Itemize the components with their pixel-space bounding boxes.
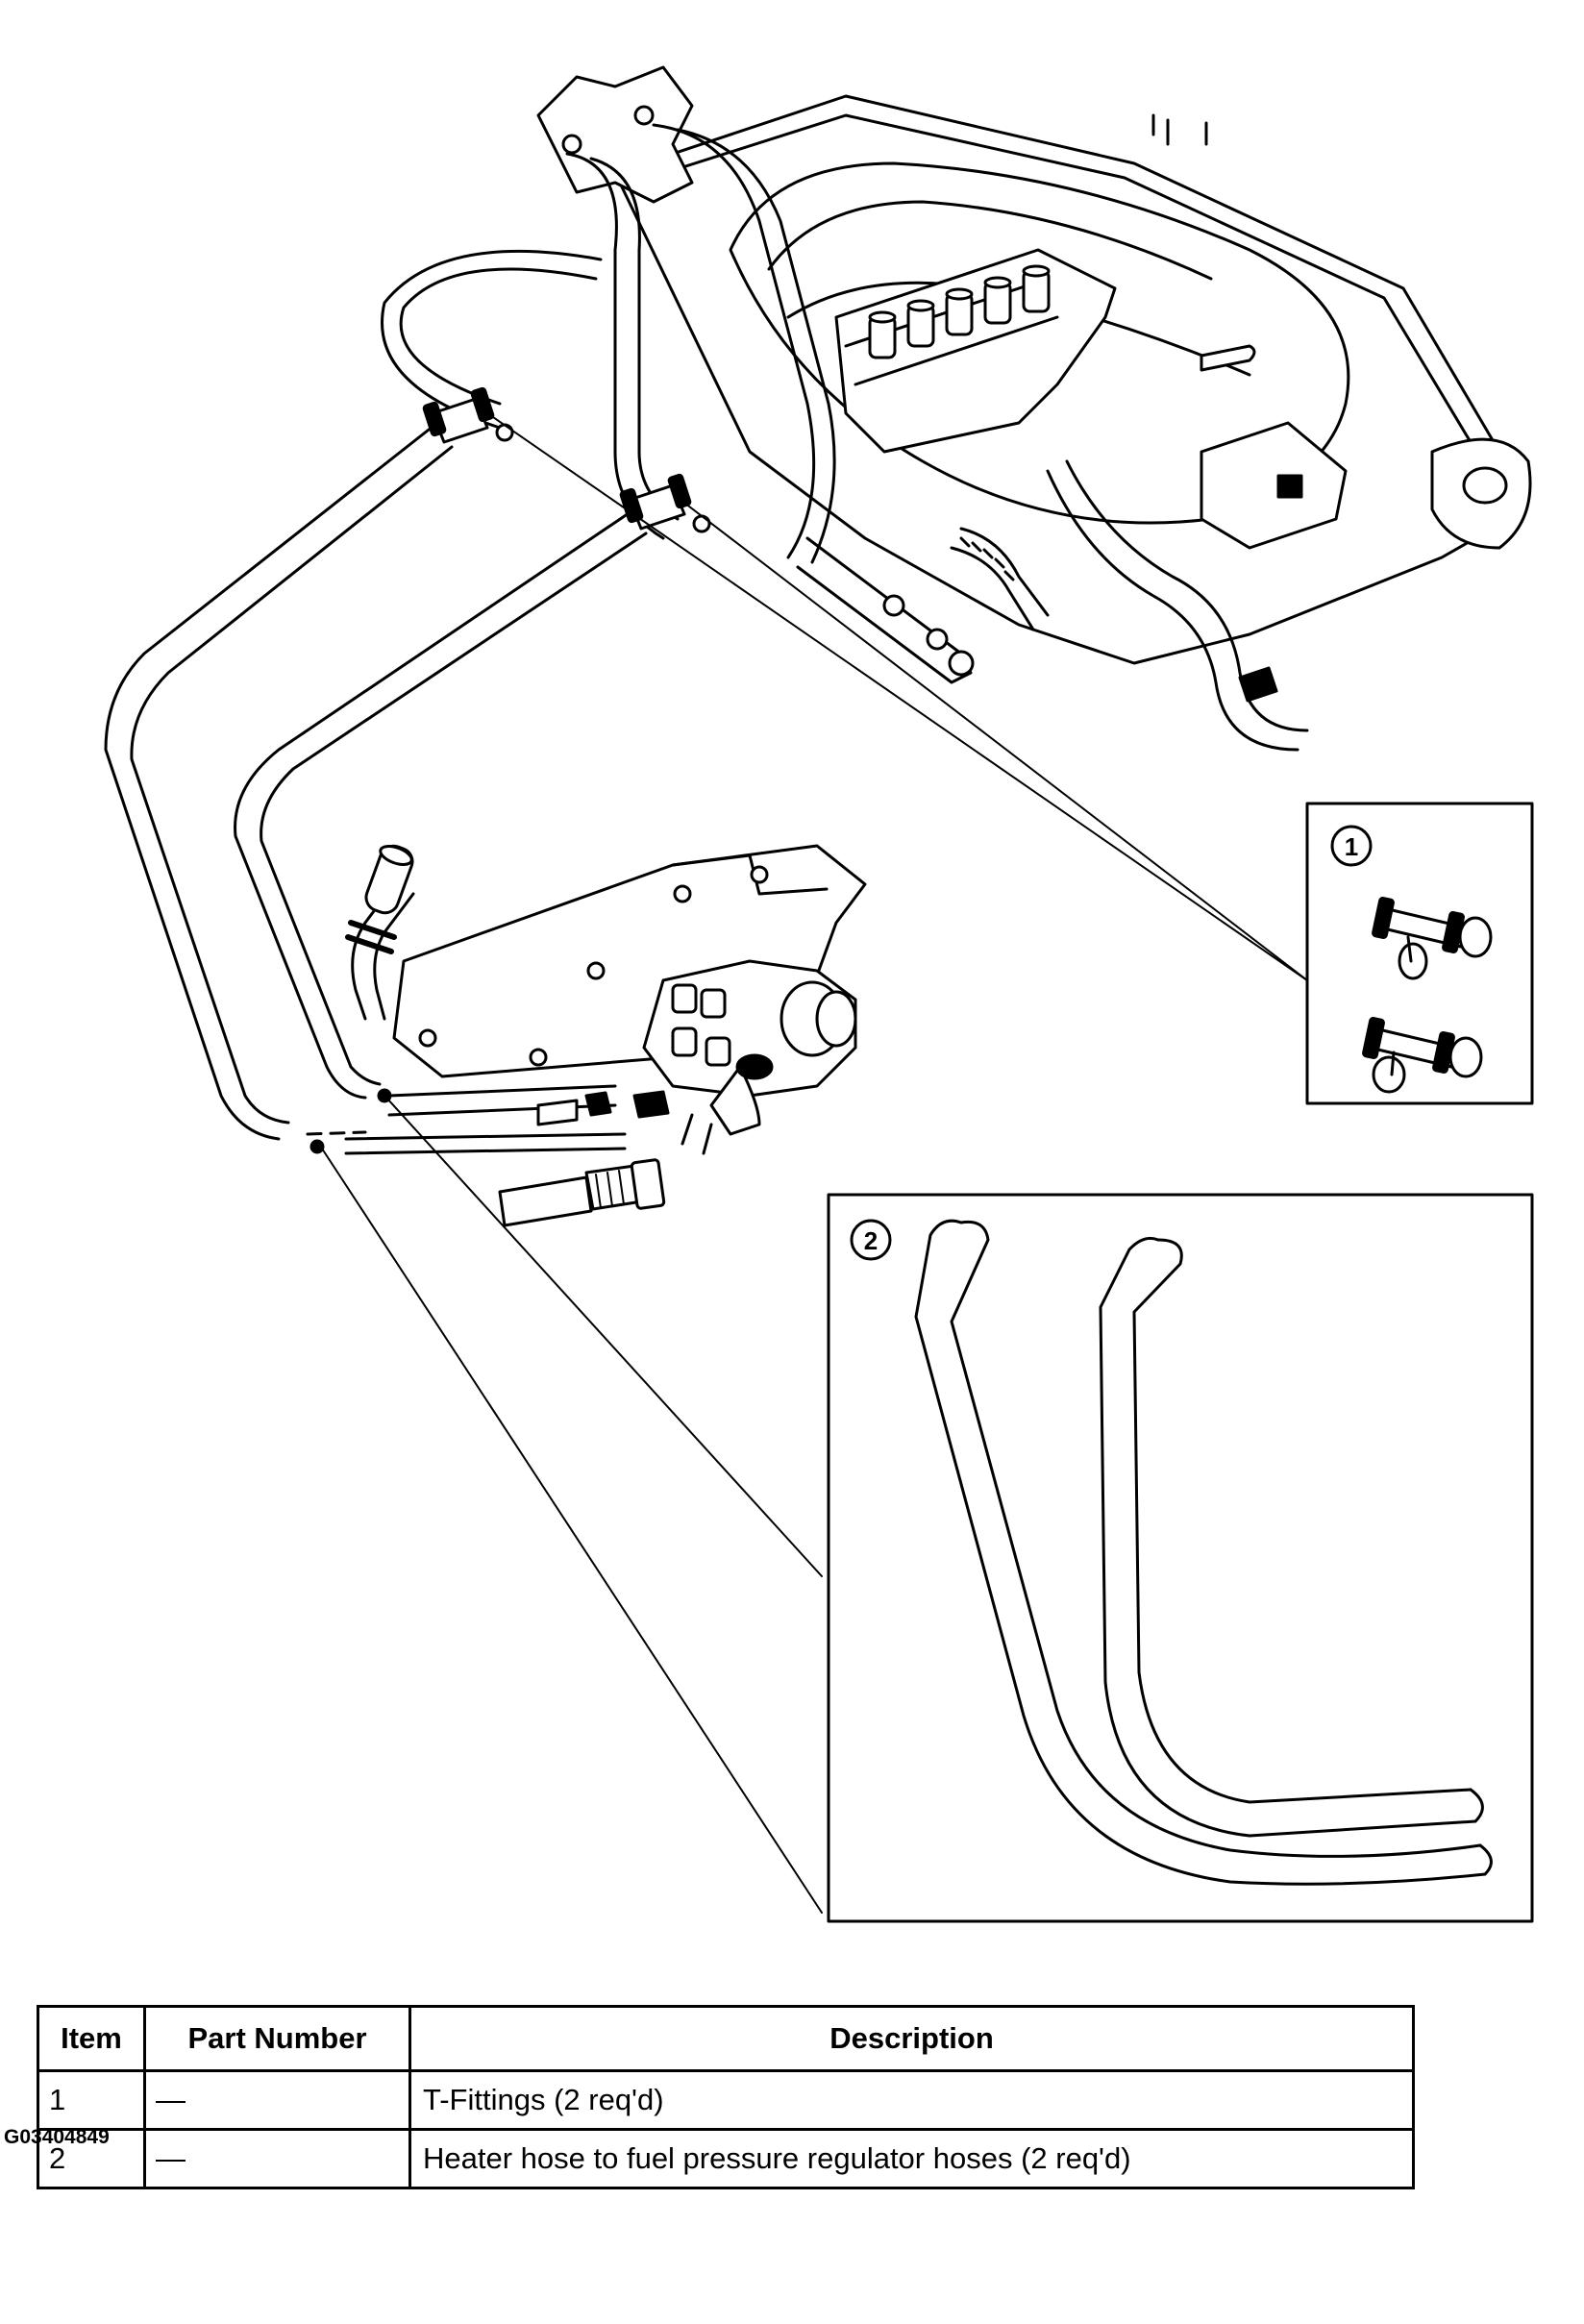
hose-right bbox=[1099, 1236, 1484, 1838]
cell-item: 1 bbox=[37, 2069, 146, 2131]
parts-table: Item Part Number Description 1 — T-Fitti… bbox=[37, 2005, 1415, 2189]
t-fitting-upper bbox=[1372, 897, 1493, 980]
table-row: 2 — Heater hose to fuel pressure regulat… bbox=[37, 2128, 1415, 2189]
cell-part-number: — bbox=[143, 2069, 411, 2131]
header-item: Item bbox=[37, 2005, 146, 2072]
t-fitting-lower bbox=[1362, 1017, 1483, 1094]
figure-id: G03404849 bbox=[4, 2126, 110, 2148]
heater-hoses bbox=[104, 421, 648, 1155]
cell-description: T-Fittings (2 req'd) bbox=[408, 2069, 1415, 2131]
table-row: 1 — T-Fittings (2 req'd) bbox=[37, 2069, 1415, 2131]
intake-manifold-assembly bbox=[381, 65, 1532, 752]
callout-label-2: 2 bbox=[864, 1226, 878, 1255]
leader-lines bbox=[321, 408, 1308, 1914]
cell-part-number: — bbox=[143, 2128, 411, 2189]
upper-t-fittings bbox=[422, 386, 711, 533]
header-part-number: Part Number bbox=[143, 2005, 411, 2072]
fuel-pressure-regulator-assembly bbox=[345, 844, 867, 1227]
callout-number-1: 1 bbox=[1330, 825, 1373, 867]
injectors bbox=[868, 264, 1051, 359]
callout-box-2: 2 bbox=[827, 1193, 1534, 1923]
header-description: Description bbox=[408, 2005, 1415, 2072]
cell-item: 2 bbox=[37, 2128, 146, 2189]
table-header-row: Item Part Number Description bbox=[37, 2005, 1415, 2072]
exploded-view-diagram: 1 2 bbox=[104, 65, 1534, 1923]
callout-number-2: 2 bbox=[850, 1219, 892, 1261]
callout-box-1: 1 bbox=[1305, 802, 1534, 1105]
callout-label-1: 1 bbox=[1345, 832, 1358, 861]
hose-left bbox=[914, 1219, 1493, 1886]
cell-description: Heater hose to fuel pressure regulator h… bbox=[408, 2128, 1415, 2189]
